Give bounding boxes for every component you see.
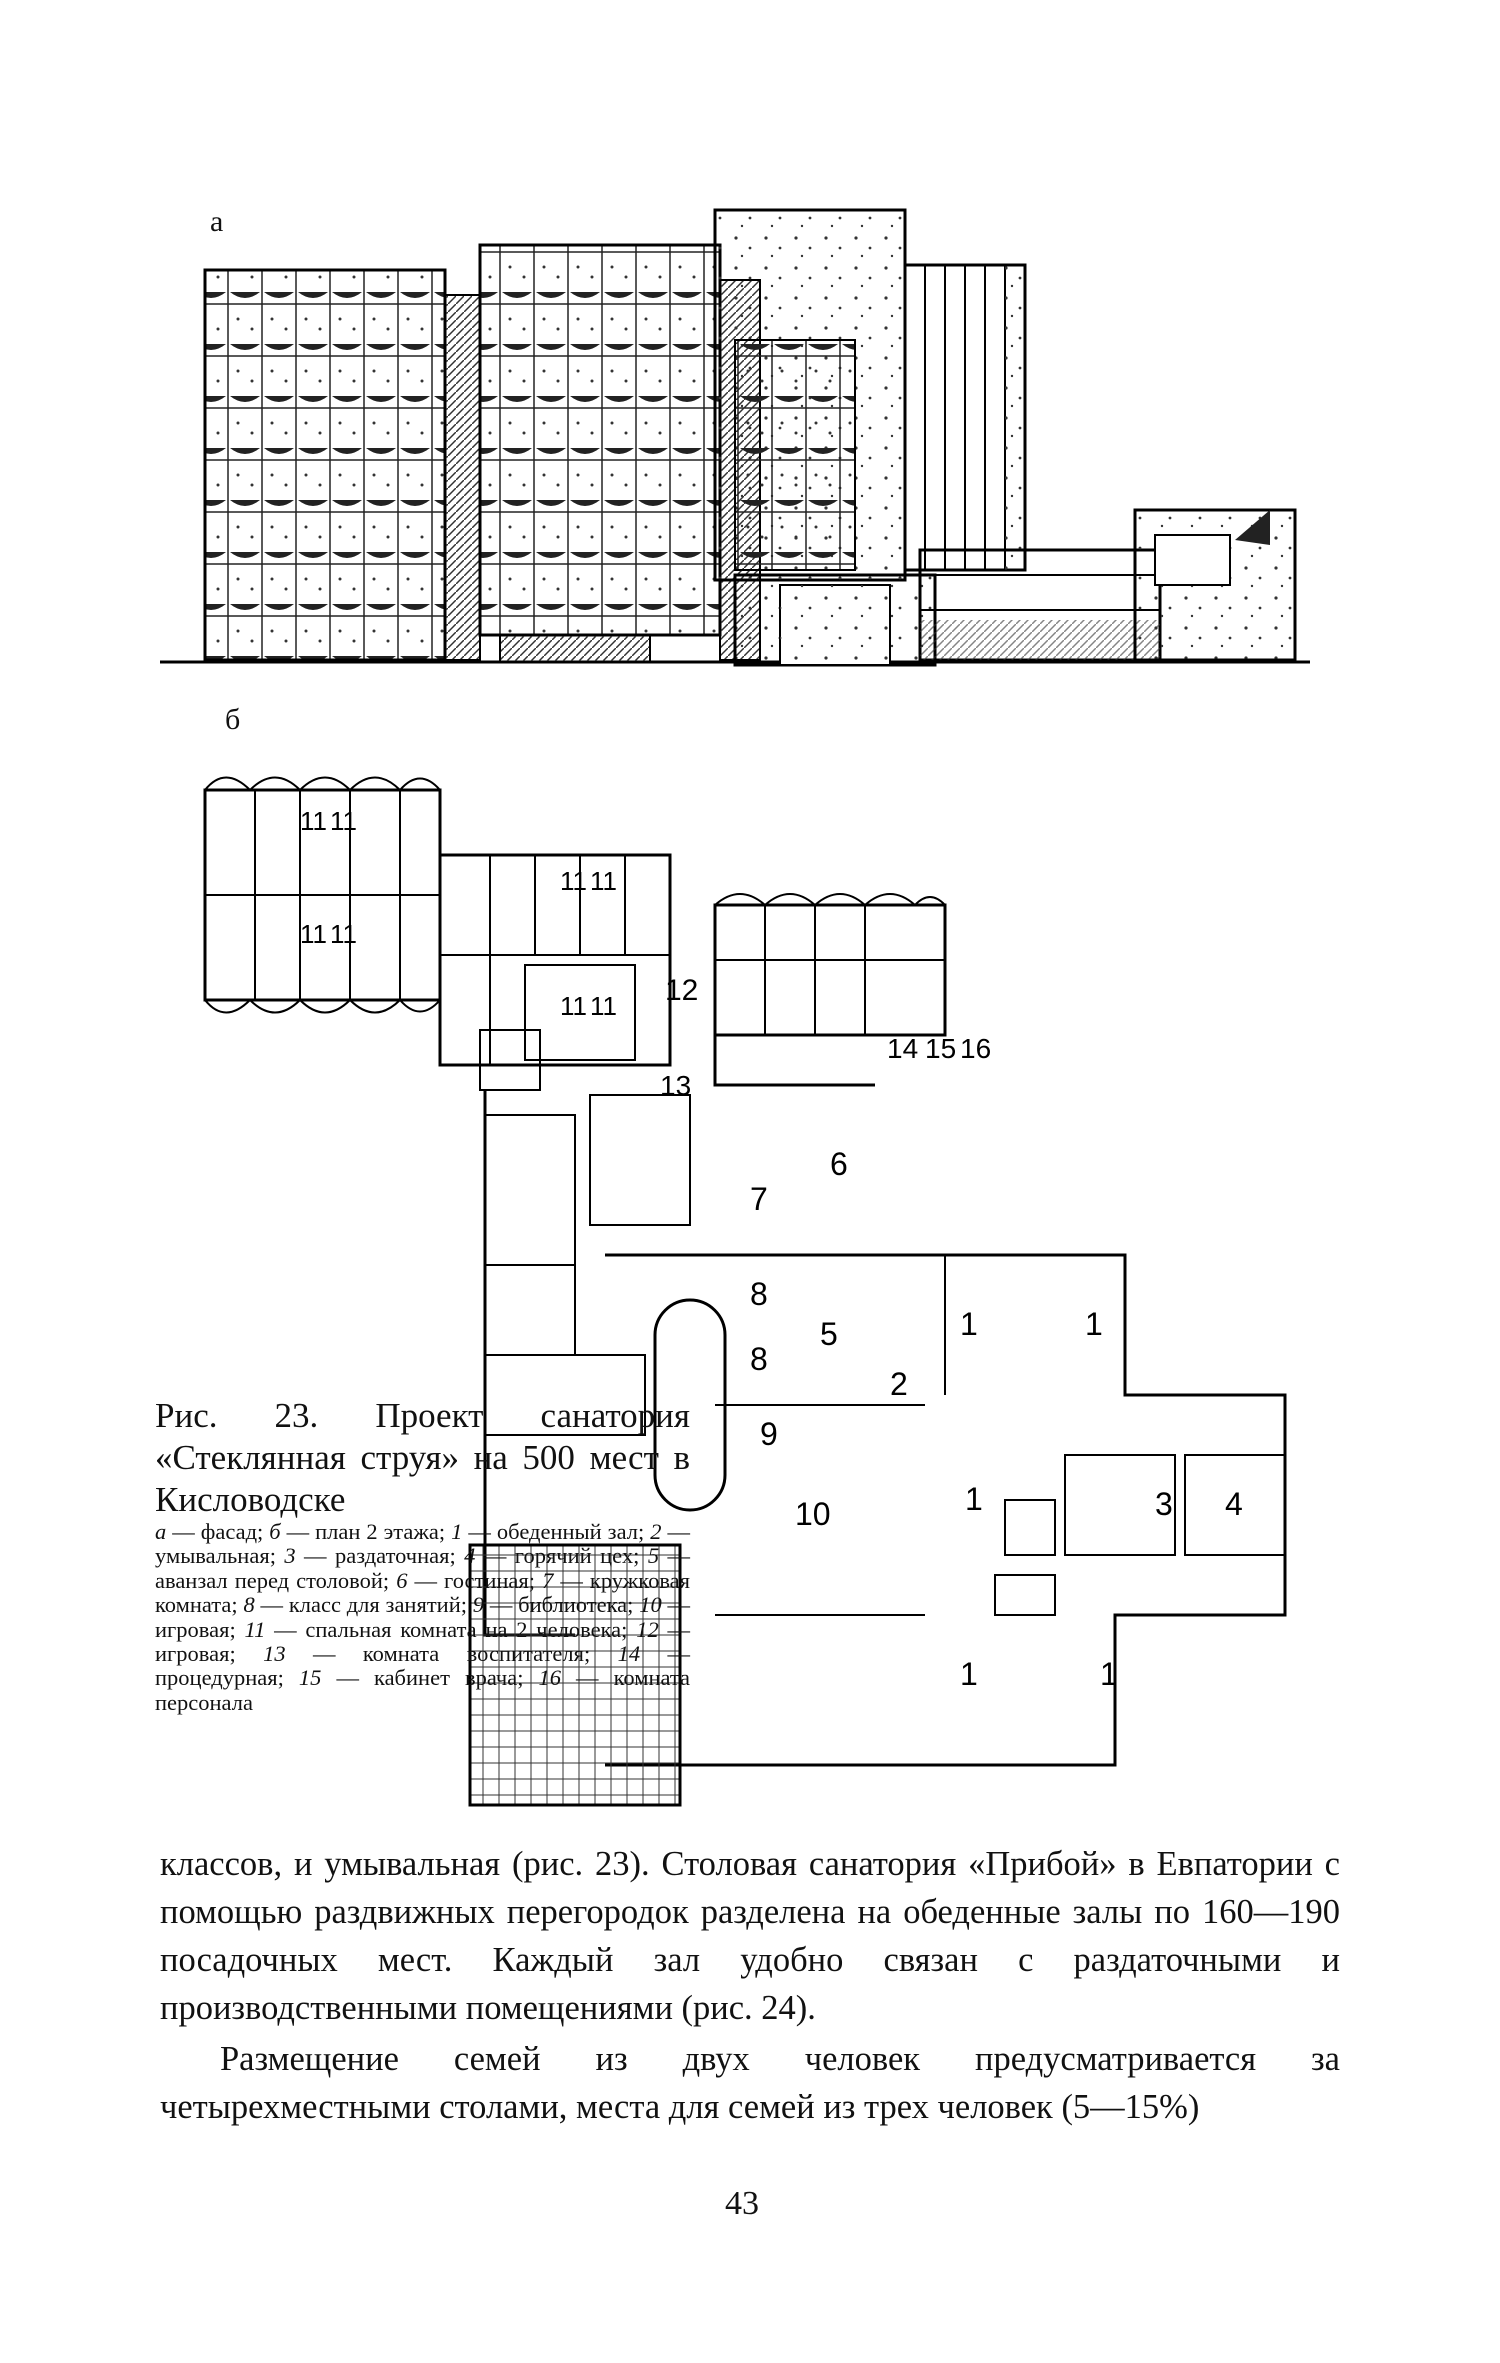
plan-middle-wing bbox=[438, 853, 672, 1067]
plan-label-11: 11 bbox=[330, 806, 357, 836]
plan-label-1: 1 bbox=[960, 1656, 978, 1692]
legend-key: 1 bbox=[451, 1519, 463, 1544]
legend-text: умывальная bbox=[155, 1543, 270, 1569]
plan-label-13: 13 bbox=[660, 1070, 691, 1101]
plan-label-7: 7 bbox=[750, 1181, 768, 1217]
plan-label-11: 11 bbox=[330, 919, 357, 949]
plan-label-12: 12 bbox=[665, 974, 698, 1007]
floor-plan-drawing: 11 11 11 11 11 11 11 11 12 13 14 15 16 6… bbox=[203, 776, 1287, 1807]
legend-key: 6 bbox=[396, 1567, 408, 1593]
page-number: 43 bbox=[725, 2185, 759, 2222]
plan-label-8: 8 bbox=[750, 1341, 768, 1377]
plan-right-wing bbox=[713, 903, 947, 1037]
plan-label-15: 15 bbox=[925, 1033, 956, 1064]
legend-key: 10 bbox=[639, 1592, 662, 1618]
plan-label-11: 11 bbox=[560, 991, 587, 1021]
legend-key: 9 bbox=[472, 1592, 485, 1618]
legend-key: 16 bbox=[538, 1665, 562, 1691]
legend-key: 15 bbox=[298, 1665, 322, 1691]
plan-label-16: 16 bbox=[960, 1033, 991, 1064]
plan-label-1: 1 bbox=[960, 1306, 978, 1342]
legend-text: горячий цех bbox=[514, 1543, 634, 1569]
plan-label-11: 11 bbox=[300, 806, 327, 836]
plan-label-2: 2 bbox=[890, 1366, 908, 1402]
plan-label-10: 10 bbox=[795, 1496, 831, 1532]
plan-label-14: 14 bbox=[887, 1033, 918, 1064]
legend-text: комната персонала bbox=[155, 1665, 690, 1715]
legend-text: спальная комната на 2 человека bbox=[305, 1616, 622, 1642]
legend-key: 13 bbox=[263, 1641, 286, 1667]
legend-text: фасад bbox=[200, 1519, 258, 1544]
figure-legend: а — фасад; б — план 2 этажа; 1 — обеденн… bbox=[155, 1519, 691, 1715]
legend-key: б bbox=[269, 1519, 281, 1544]
paragraph-text: классов, и умывальная (рис. 23). Столова… bbox=[160, 1845, 1340, 2027]
legend-text: кабинет врача bbox=[373, 1665, 518, 1691]
legend-key: 4 bbox=[464, 1543, 476, 1569]
body-paragraph-1: классов, и умывальная (рис. 23). Столова… bbox=[160, 1840, 1340, 2032]
legend-key: 11 bbox=[244, 1616, 266, 1642]
legend-key: 12 bbox=[636, 1616, 659, 1642]
figure-caption-title: Рис. 23. Проект санатория «Стеклянная ст… bbox=[155, 1396, 690, 1519]
legend-text: раздаточная bbox=[335, 1543, 450, 1569]
plan-label-8: 8 bbox=[750, 1276, 768, 1312]
legend-key: 7 bbox=[542, 1567, 554, 1593]
figure-label-a: а bbox=[210, 205, 224, 238]
legend-key: 2 bbox=[650, 1519, 662, 1544]
legend-text: игровая bbox=[155, 1641, 230, 1667]
plan-label-11: 11 bbox=[300, 919, 327, 949]
plan-label-1: 1 bbox=[965, 1481, 983, 1517]
legend-text: процедурная bbox=[155, 1665, 278, 1691]
plan-label-6: 6 bbox=[830, 1146, 848, 1182]
plan-label-1: 1 bbox=[1085, 1306, 1103, 1342]
legend-key: а bbox=[155, 1519, 167, 1544]
plan-label-5: 5 bbox=[820, 1316, 838, 1352]
legend-text: гостиная bbox=[444, 1567, 529, 1593]
legend-text: комната воспитателя bbox=[362, 1641, 584, 1667]
plan-label-11: 11 bbox=[560, 866, 587, 896]
legend-key: 5 bbox=[647, 1543, 660, 1569]
legend-key: 14 bbox=[617, 1641, 641, 1667]
legend-key: 3 bbox=[284, 1543, 296, 1569]
facade-drawing bbox=[160, 208, 1310, 667]
legend-text: обеденный зал bbox=[496, 1519, 638, 1544]
plan-label-1: 1 bbox=[1100, 1656, 1118, 1692]
legend-text: игровая bbox=[155, 1616, 230, 1642]
legend-key: 8 bbox=[243, 1592, 255, 1618]
plan-label-3: 3 bbox=[1155, 1486, 1173, 1522]
facade-middle-block bbox=[478, 243, 722, 637]
plan-label-4: 4 bbox=[1225, 1486, 1243, 1522]
legend-text: аванзал перед столовой bbox=[155, 1567, 383, 1593]
plan-label-11: 11 bbox=[590, 866, 617, 896]
facade-left-block bbox=[203, 268, 447, 662]
legend-text: кружковая комната bbox=[155, 1567, 690, 1618]
legend-text: план 2 этажа bbox=[315, 1519, 439, 1544]
plan-label-11: 11 bbox=[590, 991, 617, 1021]
legend-text: библиотека bbox=[518, 1592, 628, 1618]
paragraph-text: Размещение семей из двух человек предусм… bbox=[160, 2040, 1340, 2126]
body-paragraph-2: Размещение семей из двух человек предусм… bbox=[160, 2035, 1340, 2131]
figure-label-b: б bbox=[225, 703, 241, 736]
plan-terrace bbox=[468, 1543, 682, 1807]
legend-text: класс для занятий bbox=[288, 1592, 461, 1618]
plan-label-9: 9 bbox=[760, 1416, 778, 1452]
